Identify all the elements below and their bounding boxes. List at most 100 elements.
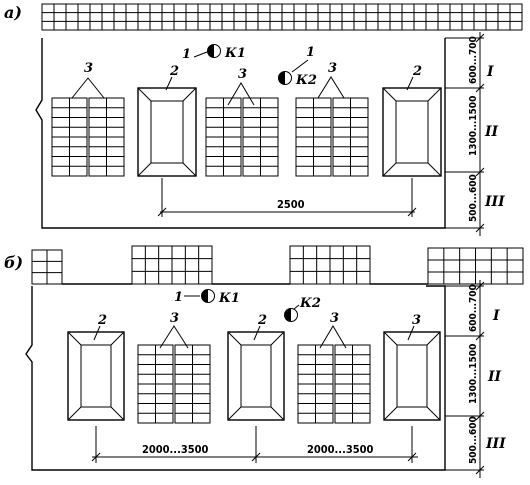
leader-line [227,82,255,106]
press-inner [150,100,184,164]
storage-rack [51,97,125,177]
press-corner [182,162,197,177]
zone-size-label: 1300...1500 [468,96,479,156]
press-machine [137,87,197,177]
press-corner [227,331,242,346]
leader-line [291,59,309,73]
leader-line [407,325,415,341]
press-number: 2 [412,64,422,79]
sensor-code: К1 [218,291,240,306]
sensor-k2-icon [278,71,292,85]
leader-line [253,325,261,341]
press-corner [110,406,125,421]
zone-size-label: 500...600 [468,416,479,464]
press-corner [270,406,285,421]
press-number: 2 [97,313,107,328]
press-machine [227,331,285,421]
press-outer [382,87,442,177]
zone-number: III [485,436,506,452]
press-inner [396,344,428,408]
panel-a: а) 2 2 3 3 3 1 К1 1 [4,3,523,236]
panel-a-window-strip [41,3,523,31]
panel-b-room-outline [25,285,446,471]
panel-b: б) 2 2 3 3 3 1 К1 К2 [4,245,524,478]
press-corner [427,162,442,177]
press-corner [383,406,398,421]
zone-size-label: 600...700 [468,36,479,84]
press-corner [382,87,397,102]
zone-number: III [484,194,505,210]
sensor-k2-icon [284,308,298,322]
dimension-label: 2500 [277,198,305,211]
sensor-code: К2 [299,296,321,311]
zone-size-label: 600...700 [468,284,479,332]
press-inner [80,344,112,408]
press-number: 2 [169,64,179,79]
zone-number: II [484,124,499,140]
zone-size-label: 1300...1500 [468,344,479,404]
zone-number: I [486,64,494,80]
callout-number: 1 [182,47,191,62]
press-corner [382,162,397,177]
press-corner [270,331,285,346]
rack-number: 3 [170,311,179,326]
storage-rack [295,97,369,177]
press-outer [227,331,285,421]
press-corner [110,331,125,346]
press-outer [67,331,125,421]
press-inner [395,100,429,164]
press-machine [67,331,125,421]
panel-a-label: а) [4,3,22,22]
leader-line [406,76,414,91]
zone-dimension-line [445,280,485,478]
press-outer [383,331,441,421]
press-corner [383,331,398,346]
leader-line [293,304,300,310]
sensor-k1-icon [201,289,215,303]
callout-number: 1 [174,290,183,305]
leader-line [93,325,101,341]
leader-line [71,77,105,99]
press-corner [67,331,82,346]
rack-number: 3 [412,313,421,328]
storage-rack [205,97,279,177]
sensor-code: К2 [295,73,317,88]
leader-line [317,76,345,99]
callout-number: 1 [306,45,315,60]
zone-dimension-line [445,32,485,236]
rack-number: 3 [84,61,93,76]
press-machine [382,87,442,177]
dimension-label: 2000...3500 [142,443,208,456]
leader-line [319,325,347,349]
press-corner [137,87,152,102]
leader-line [165,76,173,91]
rack-number: 3 [330,311,339,326]
press-corner [137,162,152,177]
dimension-line [157,178,417,217]
dimension-label: 2000...3500 [307,443,373,456]
press-inner [240,344,272,408]
sensor-code: К1 [224,46,246,61]
press-corner [67,406,82,421]
press-corner [227,406,242,421]
leader-line [193,51,208,58]
rack-number: 3 [238,67,247,82]
sensor-k1-icon [207,44,221,58]
press-corner [427,87,442,102]
zone-number: I [492,308,500,324]
panel-b-label: б) [4,253,23,272]
press-corner [182,87,197,102]
press-corner [426,406,441,421]
zone-size-label: 500...600 [468,174,479,222]
storage-rack [137,344,211,424]
press-number: 2 [257,313,267,328]
rack-number: 3 [328,61,337,76]
dimension-line [91,426,418,463]
press-machine [383,331,441,421]
panel-b-window-strip [31,245,524,285]
leader-line [159,325,189,349]
zone-number: II [487,369,502,385]
storage-rack [297,344,371,424]
